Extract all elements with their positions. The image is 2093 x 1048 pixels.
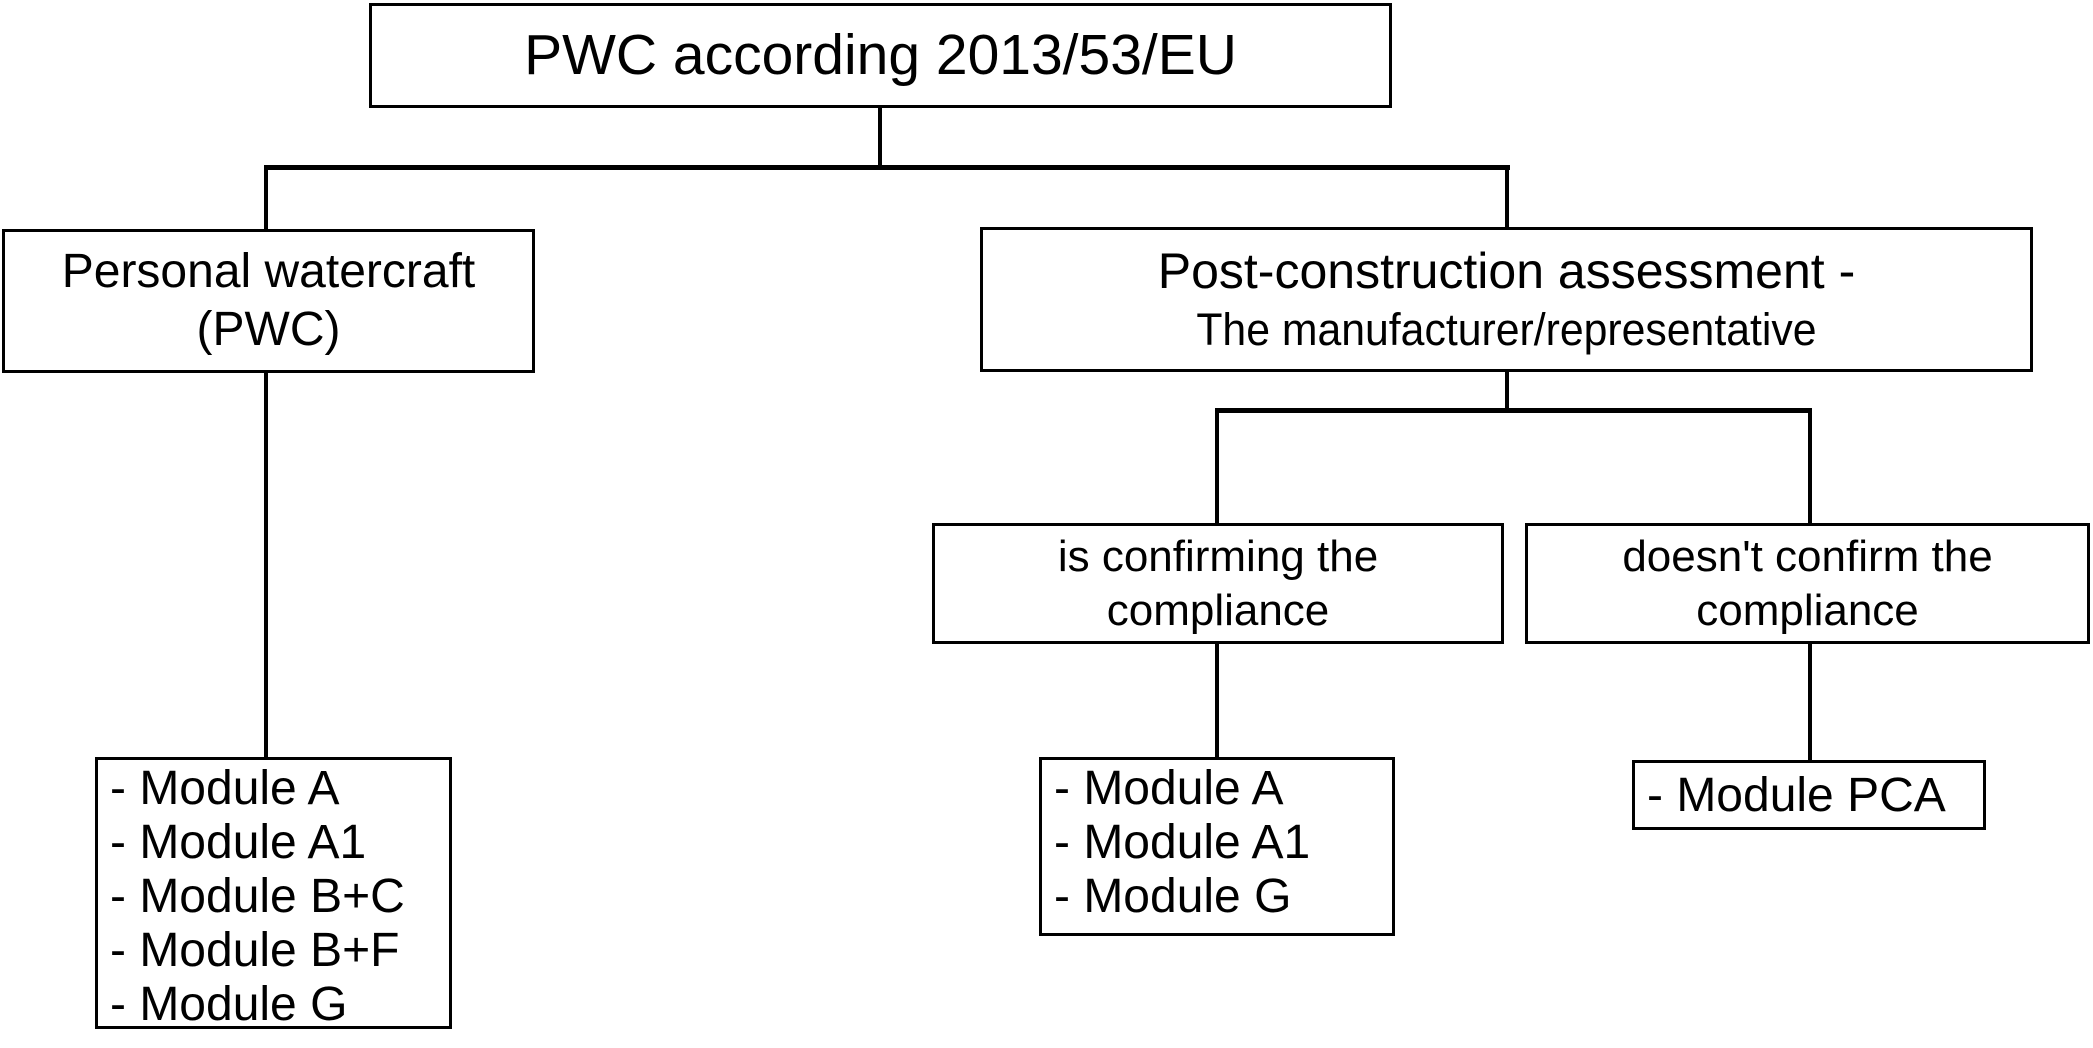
module-list-item: - Module A — [110, 762, 340, 815]
connector-pwc-to-modules — [264, 372, 268, 758]
module-list-item: - Module B+F — [110, 924, 400, 977]
confirming-line1: is confirming the — [1057, 531, 1379, 581]
not-confirming-line2: compliance — [1696, 585, 1919, 635]
title-node: PWC according 2013/53/EU — [369, 3, 1392, 108]
pwc-node-line2: (PWC) — [196, 303, 341, 356]
module-list-item: - Module A1 — [1054, 816, 1311, 869]
not-confirming-line1: doesn't confirm the — [1622, 531, 1993, 581]
connector-title-down — [878, 107, 882, 167]
post-construction-line1: Post-construction assessment - — [1157, 242, 1856, 299]
modules-pwc-node: - Module A - Module A1 - Module B+C - Mo… — [95, 757, 452, 1031]
connector-to-not-confirming — [1808, 408, 1812, 524]
confirming-line2: compliance — [1106, 585, 1330, 635]
confirming-node: is confirming the compliance — [932, 523, 1504, 644]
module-list-item: - Module PCA — [1647, 769, 1946, 822]
not-confirming-node: doesn't confirm the compliance — [1525, 523, 2090, 644]
module-list-item: - Module B+C — [110, 870, 405, 923]
connector-post-construction-down — [1505, 371, 1509, 411]
connector-branch-level2 — [264, 165, 1510, 170]
modules-confirming-node: - Module A - Module A1 - Module G — [1039, 757, 1395, 936]
module-list-item: - Module G — [1054, 870, 1292, 923]
module-list-item: - Module G — [110, 978, 348, 1031]
module-list-item: - Module A1 — [110, 816, 367, 869]
module-list-item: - Module A — [1054, 762, 1284, 815]
post-construction-node: Post-construction assessment - The manuf… — [980, 227, 2033, 372]
module-pca-node: - Module PCA — [1632, 760, 1986, 830]
pwc-node-line1: Personal watercraft — [61, 245, 476, 298]
connector-to-confirming — [1215, 408, 1219, 524]
title-text: PWC according 2013/53/EU — [524, 23, 1237, 88]
pwc-node: Personal watercraft (PWC) — [2, 229, 535, 373]
connector-confirming-to-modules — [1215, 644, 1219, 758]
connector-not-confirming-to-pca — [1808, 644, 1812, 761]
post-construction-line2: The manufacturer/representative — [1196, 303, 1817, 355]
connector-to-post-construction — [1505, 165, 1509, 229]
connector-branch-level3 — [1215, 408, 1812, 413]
connector-to-pwc — [264, 165, 268, 230]
